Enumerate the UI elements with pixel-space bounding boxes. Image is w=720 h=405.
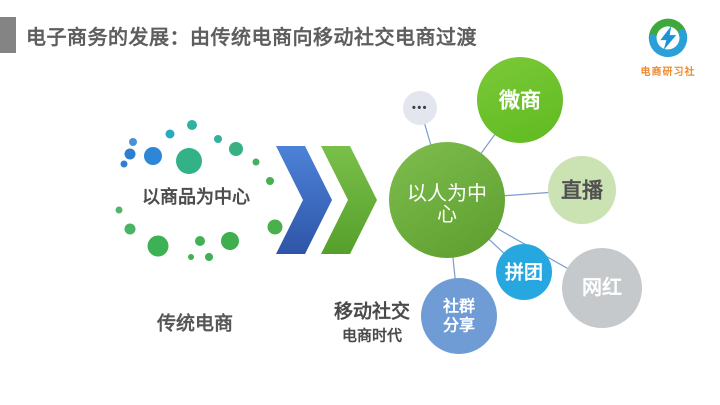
satellite-more-circle xyxy=(403,91,437,125)
satellite-pintuan-label: 拼团 xyxy=(505,261,543,284)
lightning-bolt-icon xyxy=(660,25,677,50)
ring-dot xyxy=(120,160,128,168)
ring-dot xyxy=(205,253,213,261)
satellite-shequn-circle xyxy=(421,278,497,354)
satellite-wanghong-label: 网红 xyxy=(582,275,622,299)
ring-dot xyxy=(129,138,137,146)
ring-dot xyxy=(147,235,169,257)
ring-dot xyxy=(188,254,194,260)
logo-icon xyxy=(648,18,688,58)
ring-dot xyxy=(124,223,136,235)
center-label-line2: 心 xyxy=(437,204,457,226)
satellite-shequn-label-line2: 分享 xyxy=(443,316,475,335)
chevron-green-icon xyxy=(321,146,377,254)
ring-dot xyxy=(229,142,243,156)
ring-dot xyxy=(195,236,205,246)
caption-mobile-social-line1: 移动社交 xyxy=(334,300,410,323)
satellite-weishang: 微商 xyxy=(477,57,563,143)
center-label-line1: 以人为中 xyxy=(407,182,487,205)
satellite-zhibo-circle xyxy=(548,156,616,224)
satellite-wanghong-circle xyxy=(562,248,642,328)
dot-ring xyxy=(115,120,283,261)
ring-dot xyxy=(115,206,123,214)
satellite-weishang-circle xyxy=(477,57,563,143)
ring-dot xyxy=(214,135,222,143)
satellite-zhibo: 直播 xyxy=(548,156,616,224)
title-row: 电子商务的发展：由传统电商向移动社交电商过渡 xyxy=(0,17,477,53)
ring-dot xyxy=(165,129,175,139)
satellite-weishang-label: 微商 xyxy=(498,89,541,113)
ring-dot xyxy=(221,232,239,250)
ring-dot xyxy=(187,120,197,130)
title-accent-bar xyxy=(0,17,16,53)
ring-dot xyxy=(266,177,274,185)
satellite-wanghong: 网红 xyxy=(562,248,642,328)
satellite-shequn-label-line1: 社群 xyxy=(442,297,475,316)
center-circle: 以人为中 心 xyxy=(389,142,505,258)
satellite-shequn: 社群 分享 xyxy=(421,278,497,354)
logo: 电商研习社 xyxy=(626,16,710,78)
left-cluster-label: 以商品为中心 xyxy=(142,186,250,207)
satellite-zhibo-label: 直播 xyxy=(561,180,604,203)
satellite-pintuan-circle xyxy=(496,244,552,300)
caption-traditional: 传统电商 xyxy=(156,312,233,335)
chevron-blue-icon xyxy=(276,146,332,254)
logo-swirl-blue xyxy=(648,18,688,58)
slide-title: 电子商务的发展：由传统电商向移动社交电商过渡 xyxy=(26,26,477,49)
transition-chevrons xyxy=(276,146,377,254)
caption-mobile-social-line2: 电商时代 xyxy=(342,327,402,345)
satellite-pintuan: 拼团 xyxy=(496,244,552,300)
ring-dot xyxy=(176,148,202,174)
center-circle-shape xyxy=(389,142,505,258)
satellite-more: ••• xyxy=(403,91,437,125)
ring-dot xyxy=(252,158,260,166)
ring-dot xyxy=(144,147,162,165)
satellite-more-label: ••• xyxy=(412,102,428,114)
logo-text: 电商研习社 xyxy=(640,67,696,78)
ring-dot xyxy=(267,219,283,235)
ring-dot xyxy=(124,148,136,160)
